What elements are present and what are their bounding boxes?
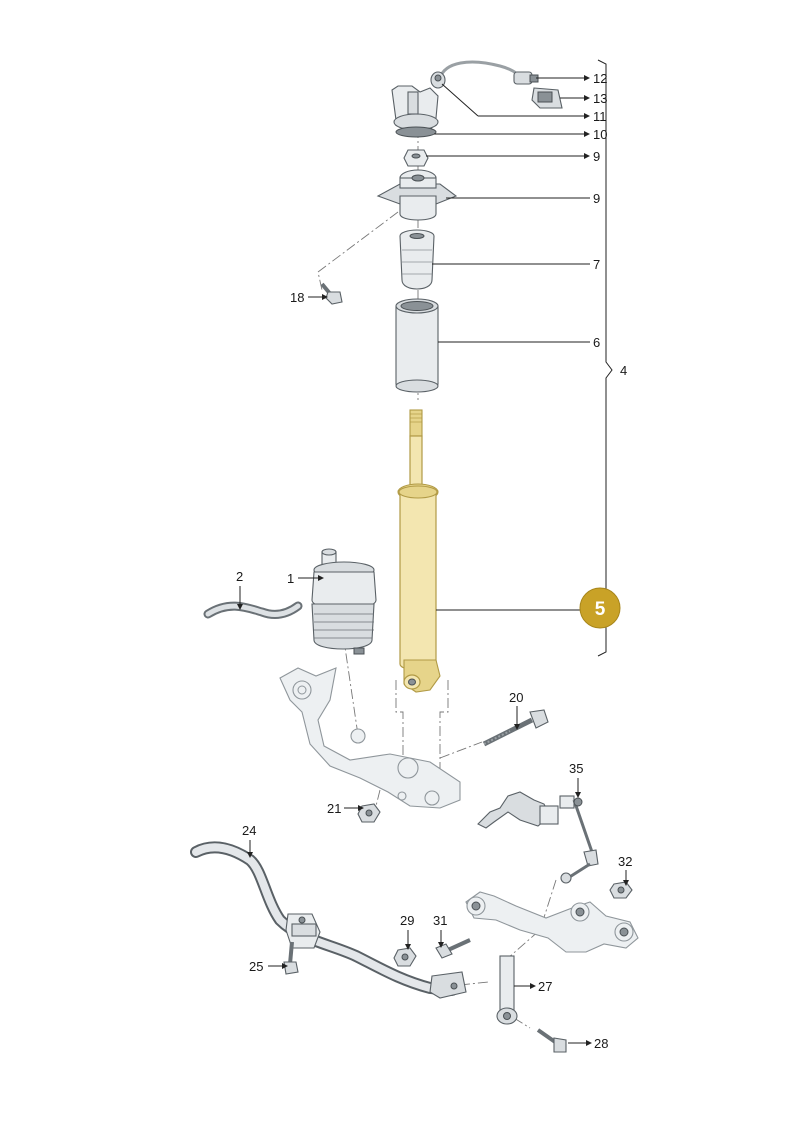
assembly-line xyxy=(513,1017,531,1029)
label-35: 35 xyxy=(569,761,583,776)
top-cap-11 xyxy=(391,85,439,138)
stabilizer-bar-end xyxy=(429,971,467,999)
nut-32 xyxy=(609,881,633,899)
label-6: 6 xyxy=(593,335,600,350)
nut-29 xyxy=(393,947,417,967)
label-28: 28 xyxy=(594,1036,608,1051)
label-31: 31 xyxy=(433,913,447,928)
label-4: 4 xyxy=(620,363,627,378)
callout-6: 6 xyxy=(438,335,600,350)
nut-21 xyxy=(357,803,381,823)
label-5: 5 xyxy=(595,599,606,620)
callout-7: 7 xyxy=(432,257,600,272)
callout-24: 24 xyxy=(242,823,256,858)
group-bracket xyxy=(597,59,613,657)
callout-25: 25 xyxy=(249,959,288,974)
assembly-line xyxy=(439,741,483,759)
upper-mount-9 xyxy=(376,169,458,221)
callout-2: 2 xyxy=(236,569,243,610)
air-line-2 xyxy=(205,603,301,617)
label-25: 25 xyxy=(249,959,263,974)
label-27: 27 xyxy=(538,979,552,994)
callout-4: 4 xyxy=(620,363,627,378)
callout-20: 20 xyxy=(509,690,523,730)
air-spring-1 xyxy=(311,548,377,655)
label-29: 29 xyxy=(400,913,414,928)
label-2: 2 xyxy=(236,569,243,584)
nut-10 xyxy=(403,149,429,167)
stabilizer-bushing xyxy=(285,913,321,949)
connector-13 xyxy=(513,71,539,85)
callout-1: 1 xyxy=(287,571,324,586)
level-sensor-35 xyxy=(477,791,599,884)
callout-27: 27 xyxy=(514,979,552,994)
dust-tube-6 xyxy=(395,298,439,393)
callout-31: 31 xyxy=(433,913,447,948)
callout-21: 21 xyxy=(327,801,364,816)
bolt-18 xyxy=(320,282,343,305)
label-1: 1 xyxy=(287,571,294,586)
label-7: 7 xyxy=(593,257,600,272)
label-21: 21 xyxy=(327,801,341,816)
upper-control-arm xyxy=(465,891,639,953)
callout-28: 28 xyxy=(568,1036,608,1051)
label-9: 9 xyxy=(593,191,600,206)
label-12: 11 xyxy=(593,109,607,124)
label-14: 13 xyxy=(593,91,607,106)
connector-14 xyxy=(531,87,563,109)
bolt-28 xyxy=(536,1028,567,1053)
assembly-line xyxy=(374,789,381,811)
callout-11: 10 xyxy=(434,127,607,142)
callout-13: 12 xyxy=(536,71,607,86)
label-13: 12 xyxy=(593,71,607,86)
shock-absorber-5 xyxy=(397,409,441,693)
highlight-badge xyxy=(579,587,621,629)
callout-12: 11 xyxy=(441,83,607,124)
label-10: 9 xyxy=(593,149,600,164)
assembly-line xyxy=(507,879,557,959)
callout-10: 9 xyxy=(426,149,600,164)
callout-5-highlight: 5 xyxy=(436,587,621,629)
bolt-25 xyxy=(283,941,299,975)
callout-32: 32 xyxy=(618,854,632,886)
label-11: 10 xyxy=(593,127,607,142)
lower-control-arm xyxy=(279,667,461,809)
label-24: 24 xyxy=(242,823,256,838)
bolt-31 xyxy=(435,938,471,959)
callout-14: 13 xyxy=(560,91,607,106)
label-32: 32 xyxy=(618,854,632,869)
callout-35: 35 xyxy=(569,761,583,798)
callout-29: 29 xyxy=(400,913,414,950)
sensor-cable xyxy=(438,60,524,81)
bolt-20 xyxy=(482,709,549,747)
coupling-rod-27 xyxy=(496,955,518,1025)
callout-18: 18 xyxy=(290,290,328,305)
grommet-12 xyxy=(430,71,446,89)
assembly-line xyxy=(317,211,399,291)
label-18: 18 xyxy=(290,290,304,305)
callout-9: 9 xyxy=(446,191,600,206)
bump-stop-7 xyxy=(399,229,435,290)
label-20: 20 xyxy=(509,690,523,705)
assembly-line xyxy=(439,680,449,800)
